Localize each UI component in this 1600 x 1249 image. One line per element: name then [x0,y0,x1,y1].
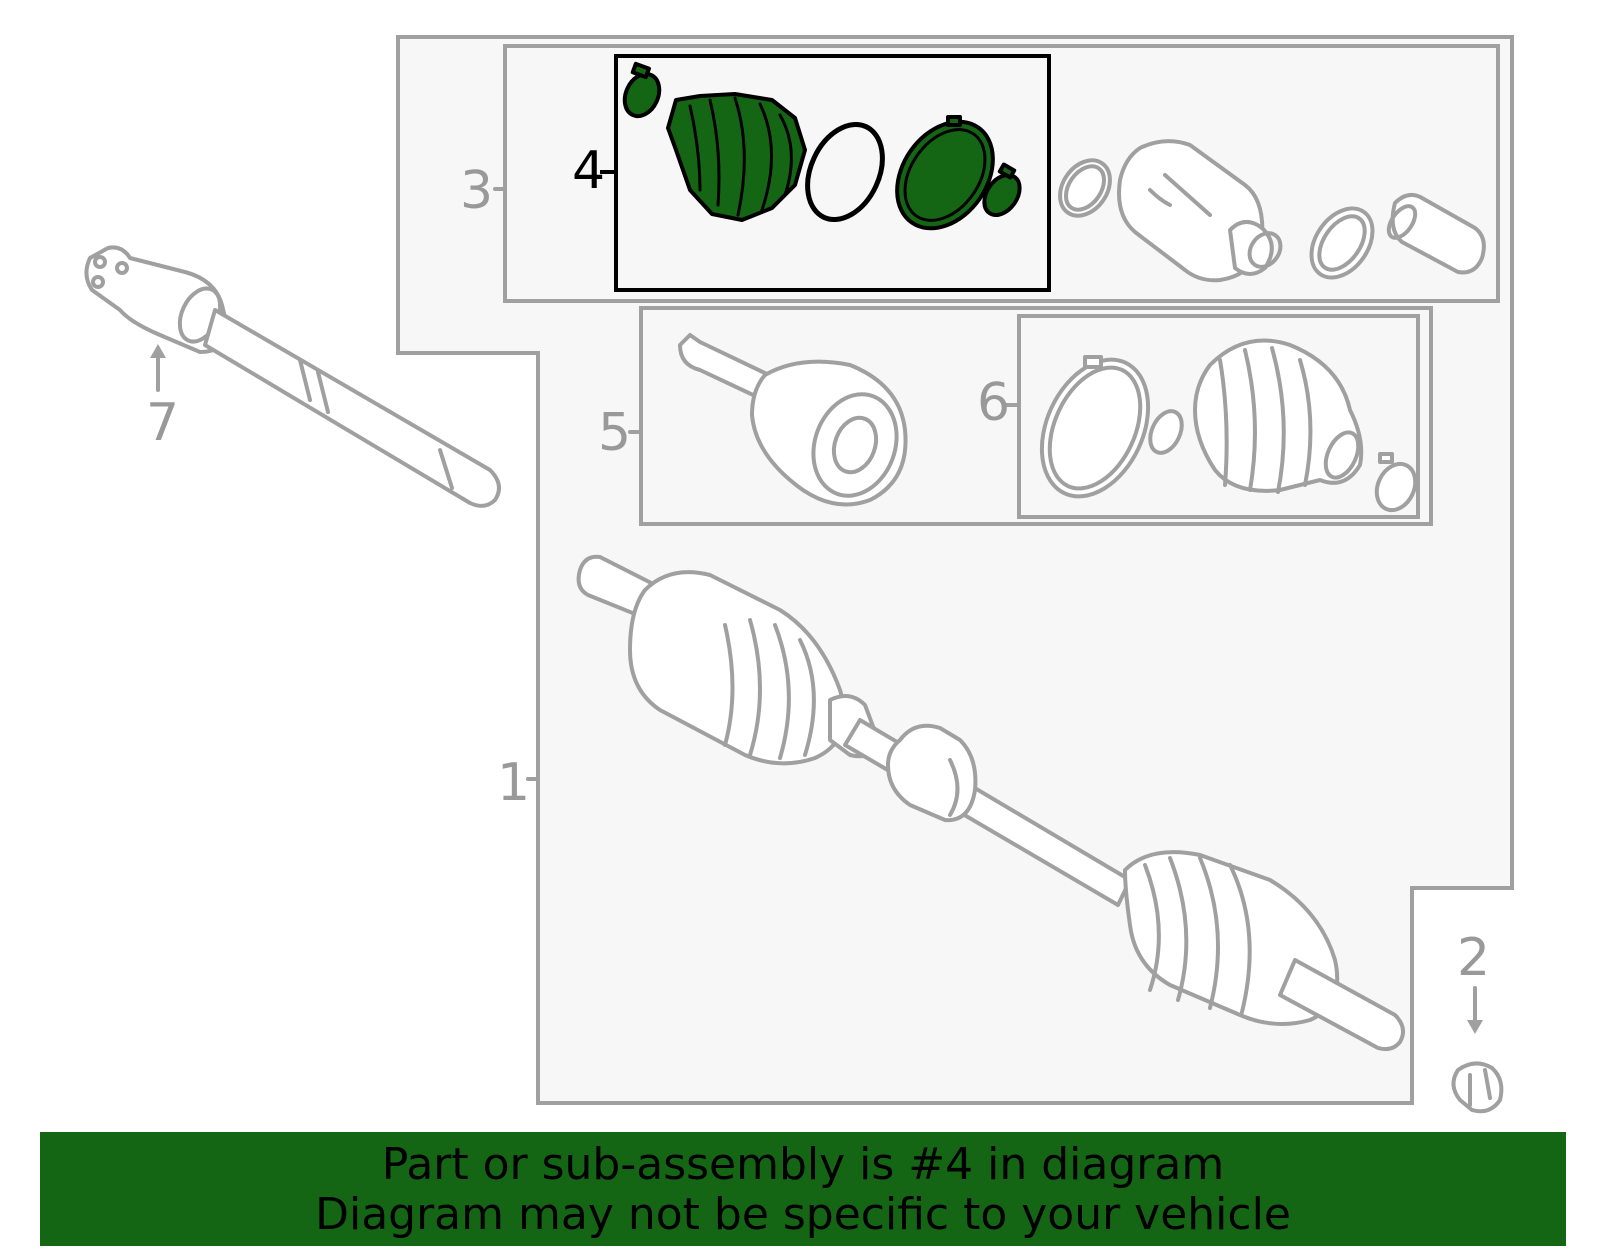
banner-line-part-number: Part or sub-assembly is #4 in diagram [381,1139,1225,1190]
outer-boot-kit-part [1039,338,1418,513]
callout-6: 6 [977,373,1010,433]
callout-5: 5 [598,403,631,463]
boot-highlight [666,92,807,222]
large-clamp-highlight [982,162,1022,217]
parts-diagram: 1 2 3 4 5 6 7 [84,35,1514,1114]
leader-lines [150,170,1483,1034]
axle-shaft-assembly-part [576,554,1406,1052]
boot-kit-highlight[interactable] [618,61,1027,247]
small-clamp-highlight [622,61,662,119]
callout-7: 7 [146,393,179,453]
callout-1: 1 [497,753,530,813]
callout-3: 3 [460,161,493,221]
outer-joint-part [678,333,908,507]
inner-joint-kit-parts [1058,139,1486,283]
boot-band-highlight [895,115,995,231]
banner-line-disclaimer: Diagram may not be specific to your vehi… [315,1189,1291,1240]
o-ring-highlight [805,121,885,223]
axle-nut-part [1451,1061,1504,1114]
info-banner: Part or sub-assembly is #4 in diagram Di… [40,1132,1566,1246]
callout-4[interactable]: 4 [572,141,605,201]
callout-2: 2 [1457,928,1490,988]
assembly-panel [396,35,1514,1105]
intermediate-shaft-part [84,245,501,508]
